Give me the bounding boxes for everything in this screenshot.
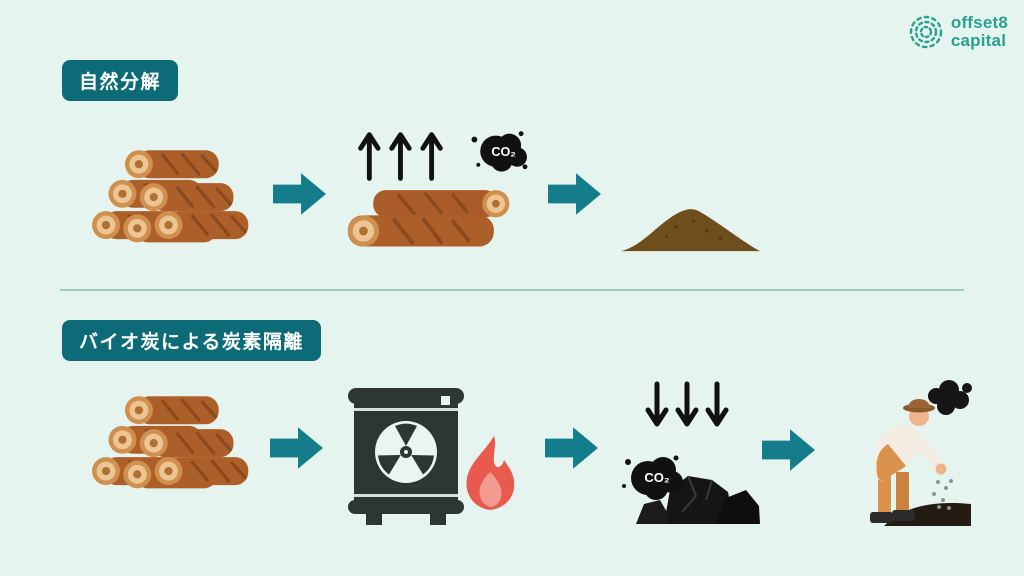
flow-arrow-shape — [545, 427, 598, 469]
farmer-figure — [870, 399, 947, 523]
fallen-logs-icon — [347, 190, 510, 247]
section-title-biochar: バイオ炭による炭素隔離 — [79, 331, 304, 353]
kiln-fan-blades — [377, 423, 435, 475]
flow-arrow-icon — [545, 427, 598, 469]
section-title-natural: 自然分解 — [79, 71, 162, 93]
co2-down-arrows-icon — [645, 381, 729, 427]
soil-mound-icon — [620, 209, 761, 252]
charcoal-rocks — [636, 475, 760, 524]
flow-arrow-icon — [548, 173, 601, 215]
log-pile-icon — [92, 388, 250, 490]
co2-label: CO₂ — [491, 145, 516, 159]
decomposing-logs-co2-icon: CO₂ — [347, 131, 528, 247]
flow-arrow-shape — [548, 173, 601, 215]
pyrolysis-kiln-icon — [348, 388, 515, 525]
section-divider — [60, 289, 964, 291]
flame-icon — [466, 436, 515, 510]
flow-arrow-shape — [762, 429, 815, 471]
brand-name: offset8 capital — [950, 13, 1008, 51]
brand-name-line1: offset8 — [950, 13, 1008, 32]
biochar-co2-icon: CO₂ — [622, 381, 760, 524]
co2-label: CO₂ — [644, 470, 670, 485]
flow-arrow-shape — [273, 173, 326, 215]
kiln-barrel — [348, 388, 464, 525]
brand-logo: offset8 capital — [908, 13, 1008, 51]
flow-arrow-icon — [273, 173, 326, 215]
brand-logo-icon — [909, 16, 943, 49]
co2-up-arrows-icon — [358, 132, 443, 181]
flow-arrow-icon — [270, 427, 323, 469]
soil-speckles — [664, 219, 723, 241]
brand-name-line2: capital — [950, 31, 1007, 51]
biochar-puffs — [928, 380, 972, 415]
flow-arrow-icon — [762, 429, 815, 471]
section-title-badge-biochar: バイオ炭による炭素隔離 — [62, 320, 321, 361]
co2-cloud-icon: CO₂ — [471, 131, 528, 172]
co2-cloud-icon: CO₂ — [622, 455, 683, 500]
farmer-applying-biochar-icon — [870, 380, 972, 526]
section-title-badge-natural: 自然分解 — [62, 60, 179, 101]
log-pile-icon — [92, 142, 250, 244]
sprinkled-biochar-dots — [932, 479, 953, 510]
flow-arrow-shape — [270, 427, 323, 469]
